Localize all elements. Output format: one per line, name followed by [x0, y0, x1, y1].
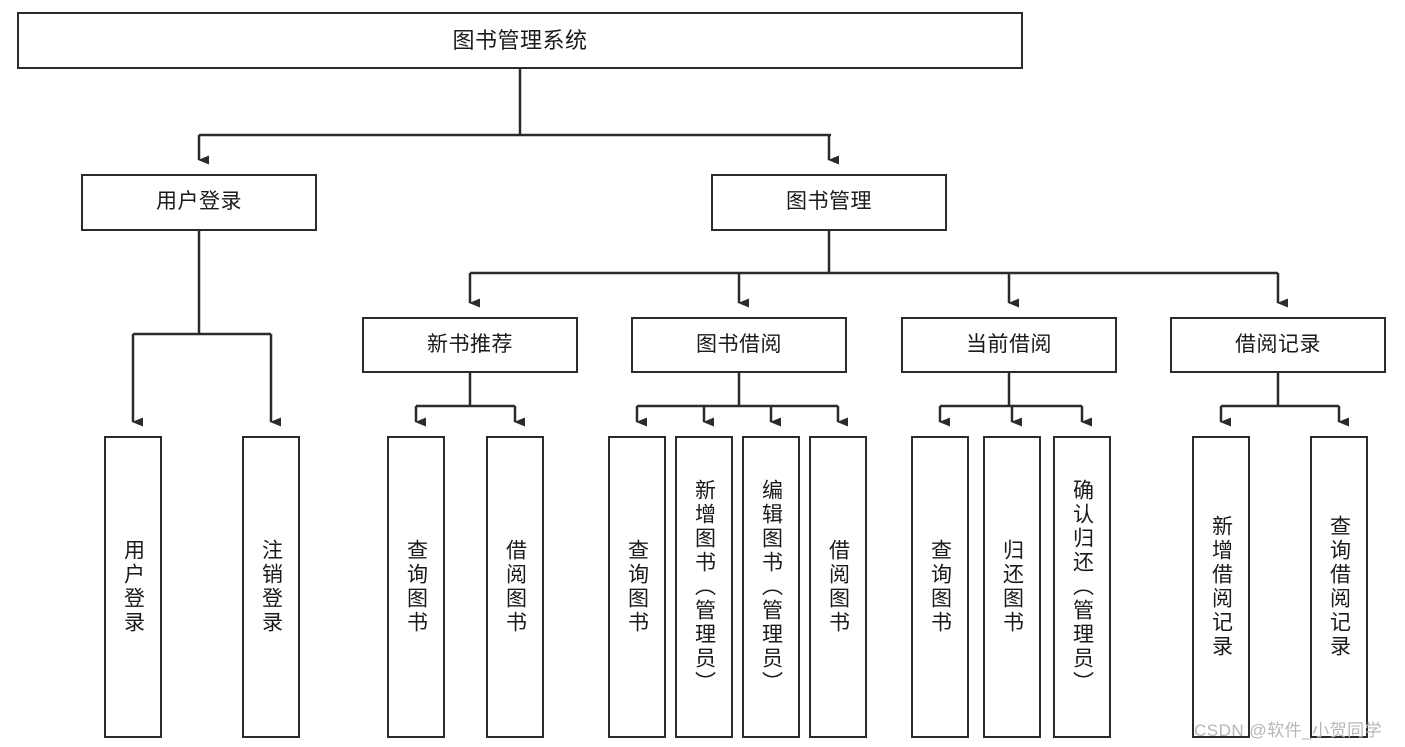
leaf-borrow-books[interactable]: 借阅图书 — [809, 436, 867, 738]
leaf-query-books-borrow[interactable]: 查询图书 — [608, 436, 666, 738]
leaf-borrow-books-recommend-label: 借阅图书 — [503, 539, 527, 635]
leaf-query-books-current[interactable]: 查询图书 — [911, 436, 969, 738]
leaf-edit-book-admin[interactable]: 编辑图书（管理员） — [742, 436, 800, 738]
node-borrow-record[interactable]: 借阅记录 — [1170, 317, 1386, 373]
node-root[interactable]: 图书管理系统 — [17, 12, 1023, 69]
leaf-borrow-books-recommend[interactable]: 借阅图书 — [486, 436, 544, 738]
node-book-management[interactable]: 图书管理 — [711, 174, 947, 231]
node-new-book-recommend[interactable]: 新书推荐 — [362, 317, 578, 373]
node-book-borrow-label: 图书借阅 — [696, 332, 782, 356]
leaf-query-books-recommend[interactable]: 查询图书 — [387, 436, 445, 738]
leaf-logout-label: 注销登录 — [259, 539, 283, 635]
node-book-borrow[interactable]: 图书借阅 — [631, 317, 847, 373]
node-current-borrow-label: 当前借阅 — [966, 332, 1052, 356]
leaf-query-books-recommend-label: 查询图书 — [404, 539, 428, 635]
node-current-borrow[interactable]: 当前借阅 — [901, 317, 1117, 373]
leaf-logout[interactable]: 注销登录 — [242, 436, 300, 738]
node-user-login[interactable]: 用户登录 — [81, 174, 317, 231]
node-book-management-label: 图书管理 — [786, 190, 872, 214]
node-borrow-record-label: 借阅记录 — [1235, 332, 1321, 356]
node-root-label: 图书管理系统 — [452, 27, 588, 53]
leaf-borrow-books-label: 借阅图书 — [826, 539, 850, 635]
leaf-user-login-label: 用户登录 — [121, 539, 145, 635]
leaf-query-borrow-record-label: 查询借阅记录 — [1327, 515, 1351, 659]
node-new-book-recommend-label: 新书推荐 — [427, 332, 513, 356]
leaf-query-books-current-label: 查询图书 — [928, 539, 952, 635]
leaf-add-book-admin-label: 新增图书（管理员） — [692, 479, 716, 695]
leaf-confirm-return-admin-label: 确认归还（管理员） — [1070, 479, 1094, 695]
leaf-query-books-borrow-label: 查询图书 — [625, 539, 649, 635]
leaf-add-borrow-record[interactable]: 新增借阅记录 — [1192, 436, 1250, 738]
leaf-confirm-return-admin[interactable]: 确认归还（管理员） — [1053, 436, 1111, 738]
leaf-edit-book-admin-label: 编辑图书（管理员） — [759, 479, 783, 695]
leaf-return-books-label: 归还图书 — [1000, 539, 1024, 635]
leaf-add-borrow-record-label: 新增借阅记录 — [1209, 515, 1233, 659]
leaf-query-borrow-record[interactable]: 查询借阅记录 — [1310, 436, 1368, 738]
leaf-return-books[interactable]: 归还图书 — [983, 436, 1041, 738]
node-user-login-label: 用户登录 — [156, 190, 242, 214]
leaf-user-login[interactable]: 用户登录 — [104, 436, 162, 738]
leaf-add-book-admin[interactable]: 新增图书（管理员） — [675, 436, 733, 738]
watermark-text: CSDN @软件_小贺同学 — [1194, 721, 1383, 740]
